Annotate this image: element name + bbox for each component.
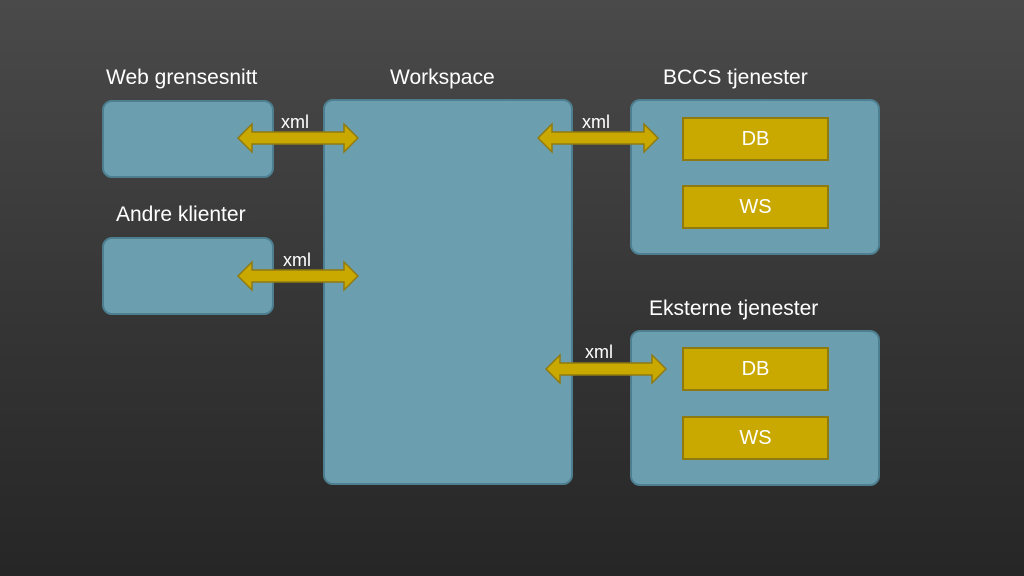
xml-label: xml	[283, 250, 311, 270]
web-interface-title: Web grensesnitt	[106, 66, 258, 89]
workspace-title: Workspace	[390, 66, 495, 89]
workspace-box	[323, 99, 573, 485]
web-workspace-xml-arrow	[236, 122, 360, 154]
external-ws-component: WS	[682, 416, 829, 460]
external-db-component: DB	[682, 347, 829, 391]
workspace-external-xml-arrow	[544, 353, 668, 385]
xml-label: xml	[585, 342, 613, 362]
external-services-title: Eksterne tjenester	[649, 297, 819, 320]
clients-workspace-xml-arrow	[236, 260, 360, 292]
bccs-ws-component: WS	[682, 185, 829, 229]
bccs-db-component: DB	[682, 117, 829, 161]
xml-label: xml	[281, 112, 309, 132]
xml-label: xml	[582, 112, 610, 132]
other-clients-title: Andre klienter	[116, 203, 246, 226]
workspace-bccs-xml-arrow	[536, 122, 660, 154]
bccs-services-title: BCCS tjenester	[663, 66, 808, 89]
